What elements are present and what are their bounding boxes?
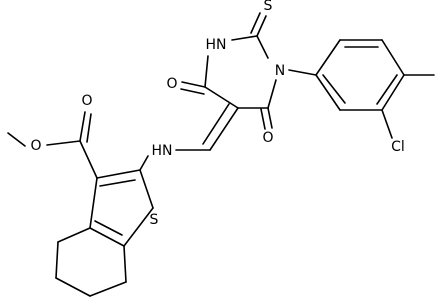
bond <box>79 111 86 142</box>
bond <box>181 81 206 88</box>
bond <box>231 35 258 41</box>
bond <box>57 227 91 243</box>
bond <box>250 12 261 34</box>
atom-labels: O O HN S HN S O O N Cl <box>30 0 404 228</box>
bond <box>86 113 92 143</box>
bond <box>202 103 230 145</box>
atom-label-amine-nh: HN <box>152 143 173 159</box>
atom-label-bottom-carbonyl-oxygen: O <box>262 130 273 146</box>
atom-label-ring-nitrogen: N <box>275 63 285 79</box>
atom-label-top-carbonyl-oxygen: O <box>166 76 177 92</box>
bond <box>315 74 341 111</box>
bond <box>209 107 239 151</box>
atom-label-chlorine: Cl <box>391 139 405 155</box>
bond <box>139 155 149 171</box>
atom-label-methoxy-oxygen: O <box>30 138 41 154</box>
bond <box>7 132 26 147</box>
bond <box>256 35 269 59</box>
bond <box>94 220 123 236</box>
bond <box>381 39 405 76</box>
bond <box>79 140 98 179</box>
bond <box>204 86 239 109</box>
atom-label-ester-carbonyl-oxygen: O <box>81 93 92 109</box>
bond <box>99 179 136 187</box>
bond <box>123 245 127 283</box>
bond <box>89 281 127 297</box>
bond <box>315 39 341 76</box>
bond <box>322 74 346 104</box>
bonds <box>7 12 435 297</box>
bond <box>288 69 317 76</box>
bond <box>55 241 59 279</box>
bond <box>139 169 154 209</box>
atom-label-thione-sulfur: S <box>264 0 273 14</box>
bond <box>123 207 154 247</box>
bond <box>55 277 91 297</box>
bond <box>256 15 267 37</box>
bond <box>267 107 273 129</box>
atom-label-ring-nh: HN <box>206 37 227 53</box>
bond <box>89 227 125 247</box>
bond <box>96 169 141 179</box>
bond <box>260 108 266 130</box>
bond <box>46 140 81 146</box>
bond <box>376 74 398 105</box>
bond <box>89 177 98 229</box>
bond <box>381 74 405 111</box>
atom-label-thiophene-sulfur: S <box>150 212 159 228</box>
bond <box>180 88 205 95</box>
bond <box>381 109 393 139</box>
bond <box>267 79 277 109</box>
bond <box>204 55 209 88</box>
